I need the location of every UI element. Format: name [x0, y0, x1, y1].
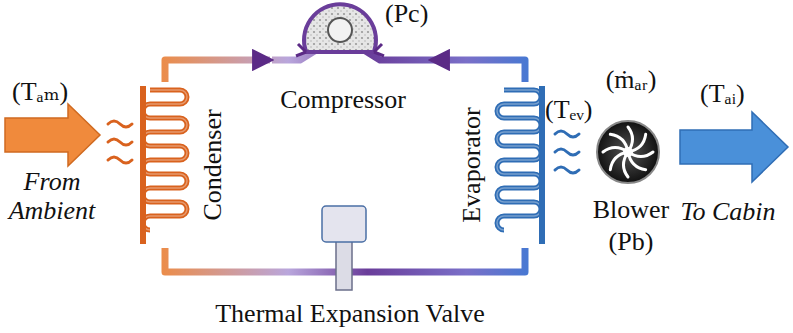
condenser-unit: Condenser [135, 82, 232, 248]
cool-waves [555, 131, 579, 173]
flow-caption: To Cabin [680, 198, 775, 227]
refrigerant-pipe [505, 248, 525, 272]
flow-symbol: (ṁₐᵣ) [606, 66, 657, 95]
fan-housing [597, 121, 659, 183]
fan-blades [603, 127, 653, 177]
heat-wave [108, 139, 132, 145]
coil-tube [143, 90, 187, 230]
coil-header [539, 86, 545, 244]
component-label: Blower [593, 196, 670, 225]
cool-wave [555, 149, 579, 155]
compressor-rotor [328, 18, 352, 42]
power-symbol: (Pc) [385, 0, 428, 29]
compressor-body [304, 4, 376, 52]
cool-wave [555, 167, 579, 173]
heat-waves [108, 121, 132, 163]
temperature-symbol: (Tₑᵥ) [545, 96, 593, 125]
expansion-valve-symbol [322, 206, 366, 290]
compressor-unit: (Pc) Compressor [270, 0, 432, 120]
temperature-symbol: (Tₐᵢ) [700, 80, 745, 109]
coil-highlight [497, 90, 541, 230]
cool-wave [555, 131, 579, 137]
component-label: Thermal Expansion Valve [215, 300, 485, 329]
power-symbol: (Pb) [609, 228, 654, 257]
component-label: Compressor [280, 86, 406, 115]
component-label: Evaporator [458, 107, 487, 223]
port-arrow [374, 44, 384, 56]
condenser-coil [143, 86, 187, 244]
valve-stem [336, 240, 352, 290]
evaporator-unit: Evaporator [448, 82, 552, 248]
refrigerant-pipe [165, 60, 270, 82]
component-label: Condenser [199, 109, 228, 220]
fan-hub [623, 147, 633, 157]
flow-caption: From Ambient [0, 168, 104, 225]
refrigerant-pipe [165, 248, 195, 272]
port-arrow [296, 44, 306, 56]
coil-tube [497, 90, 541, 230]
temperature-symbol: (Tₐₘ) [12, 78, 68, 107]
expansion-valve-unit: Thermal Expansion Valve [195, 200, 505, 331]
heat-wave [108, 121, 132, 127]
valve-bonnet [322, 206, 366, 242]
cabin-air-arrow [680, 112, 788, 182]
refrigerant-pipe [432, 60, 525, 82]
compressor-symbol [296, 4, 384, 56]
heat-exchanger-coils [143, 86, 542, 244]
refrigerant-pipes [195, 50, 505, 272]
blower-unit: (ṁₐᵣ) Blower (Pb) [586, 66, 676, 262]
coil-highlight [143, 90, 187, 230]
ambient-air-arrow [5, 104, 100, 166]
blower-fan [597, 121, 659, 183]
coil-header [140, 86, 146, 244]
heat-wave [108, 157, 132, 163]
evaporator-coil [497, 86, 542, 244]
